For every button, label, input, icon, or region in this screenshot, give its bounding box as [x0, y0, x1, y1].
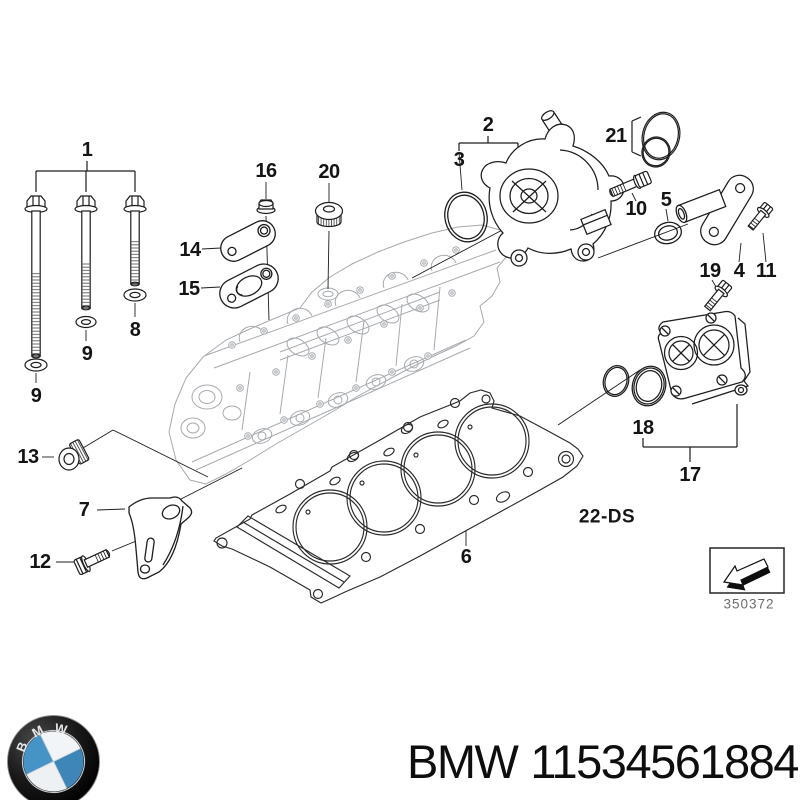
- callout-6: 6: [460, 546, 472, 568]
- callout-1: 1: [81, 139, 93, 161]
- bolt-10: [609, 170, 652, 198]
- cover-plate-14: [220, 220, 276, 262]
- callout-2: 2: [482, 114, 494, 136]
- callout-4: 4: [733, 260, 745, 282]
- callout-brackets: [35, 116, 738, 462]
- head-bolts-group: [24, 195, 147, 372]
- brand-name: BMW: [407, 735, 519, 788]
- callout-12: 12: [29, 551, 51, 573]
- callout-3: 3: [453, 149, 465, 171]
- image-ref-box: [709, 547, 785, 594]
- vacuum-pump-drawing: [480, 110, 625, 267]
- leader-lines: [35, 151, 767, 563]
- callout-15: 15: [178, 278, 200, 300]
- callout-11: 11: [755, 260, 777, 282]
- callout-17: 17: [679, 464, 701, 486]
- head-gasket-drawing: [213, 389, 584, 604]
- callout-13: 13: [17, 446, 39, 468]
- bolt-19: [703, 279, 733, 312]
- callout-10: 10: [625, 198, 647, 220]
- seal-ring-5: [654, 221, 682, 245]
- flange-17: [657, 310, 751, 405]
- support-bracket-7: [128, 496, 193, 580]
- seal-rings-18: [602, 365, 667, 407]
- image-ref-number: 350372: [723, 596, 775, 612]
- callout-8: 8: [129, 319, 141, 341]
- callout-21: 21: [605, 125, 627, 147]
- bmw-roundel-logo: B M W: [7, 715, 100, 800]
- callout-14: 14: [179, 239, 201, 261]
- return-arrow-icon: [722, 558, 771, 591]
- callout-9: 9: [30, 385, 42, 407]
- callout-19: 19: [699, 260, 721, 282]
- screw-plug-13: [58, 439, 90, 471]
- support-tube-4: [675, 174, 754, 246]
- cylinder-head-drawing: [168, 224, 510, 485]
- callout-16: 16: [255, 160, 277, 182]
- roundel-quadrants: [23, 731, 84, 792]
- plate-gasket-15: [219, 263, 279, 309]
- svg-text:W: W: [53, 720, 69, 737]
- callout-18: 18: [632, 417, 654, 439]
- section-code: 22-DS: [578, 506, 636, 528]
- callout-20: 20: [318, 161, 340, 183]
- callout-9: 9: [81, 343, 93, 365]
- flange-nut-16: [256, 199, 276, 215]
- part-number: 11534561884: [530, 735, 799, 788]
- bolt-11: [747, 201, 774, 231]
- parts-diagram: [24, 110, 785, 604]
- callout-7: 7: [78, 499, 90, 521]
- bolt-12: [73, 549, 111, 575]
- o-ring-3: [444, 191, 488, 243]
- sealing-cap-20: [314, 201, 344, 228]
- callout-5: 5: [660, 189, 672, 211]
- o-rings-21: [641, 111, 681, 168]
